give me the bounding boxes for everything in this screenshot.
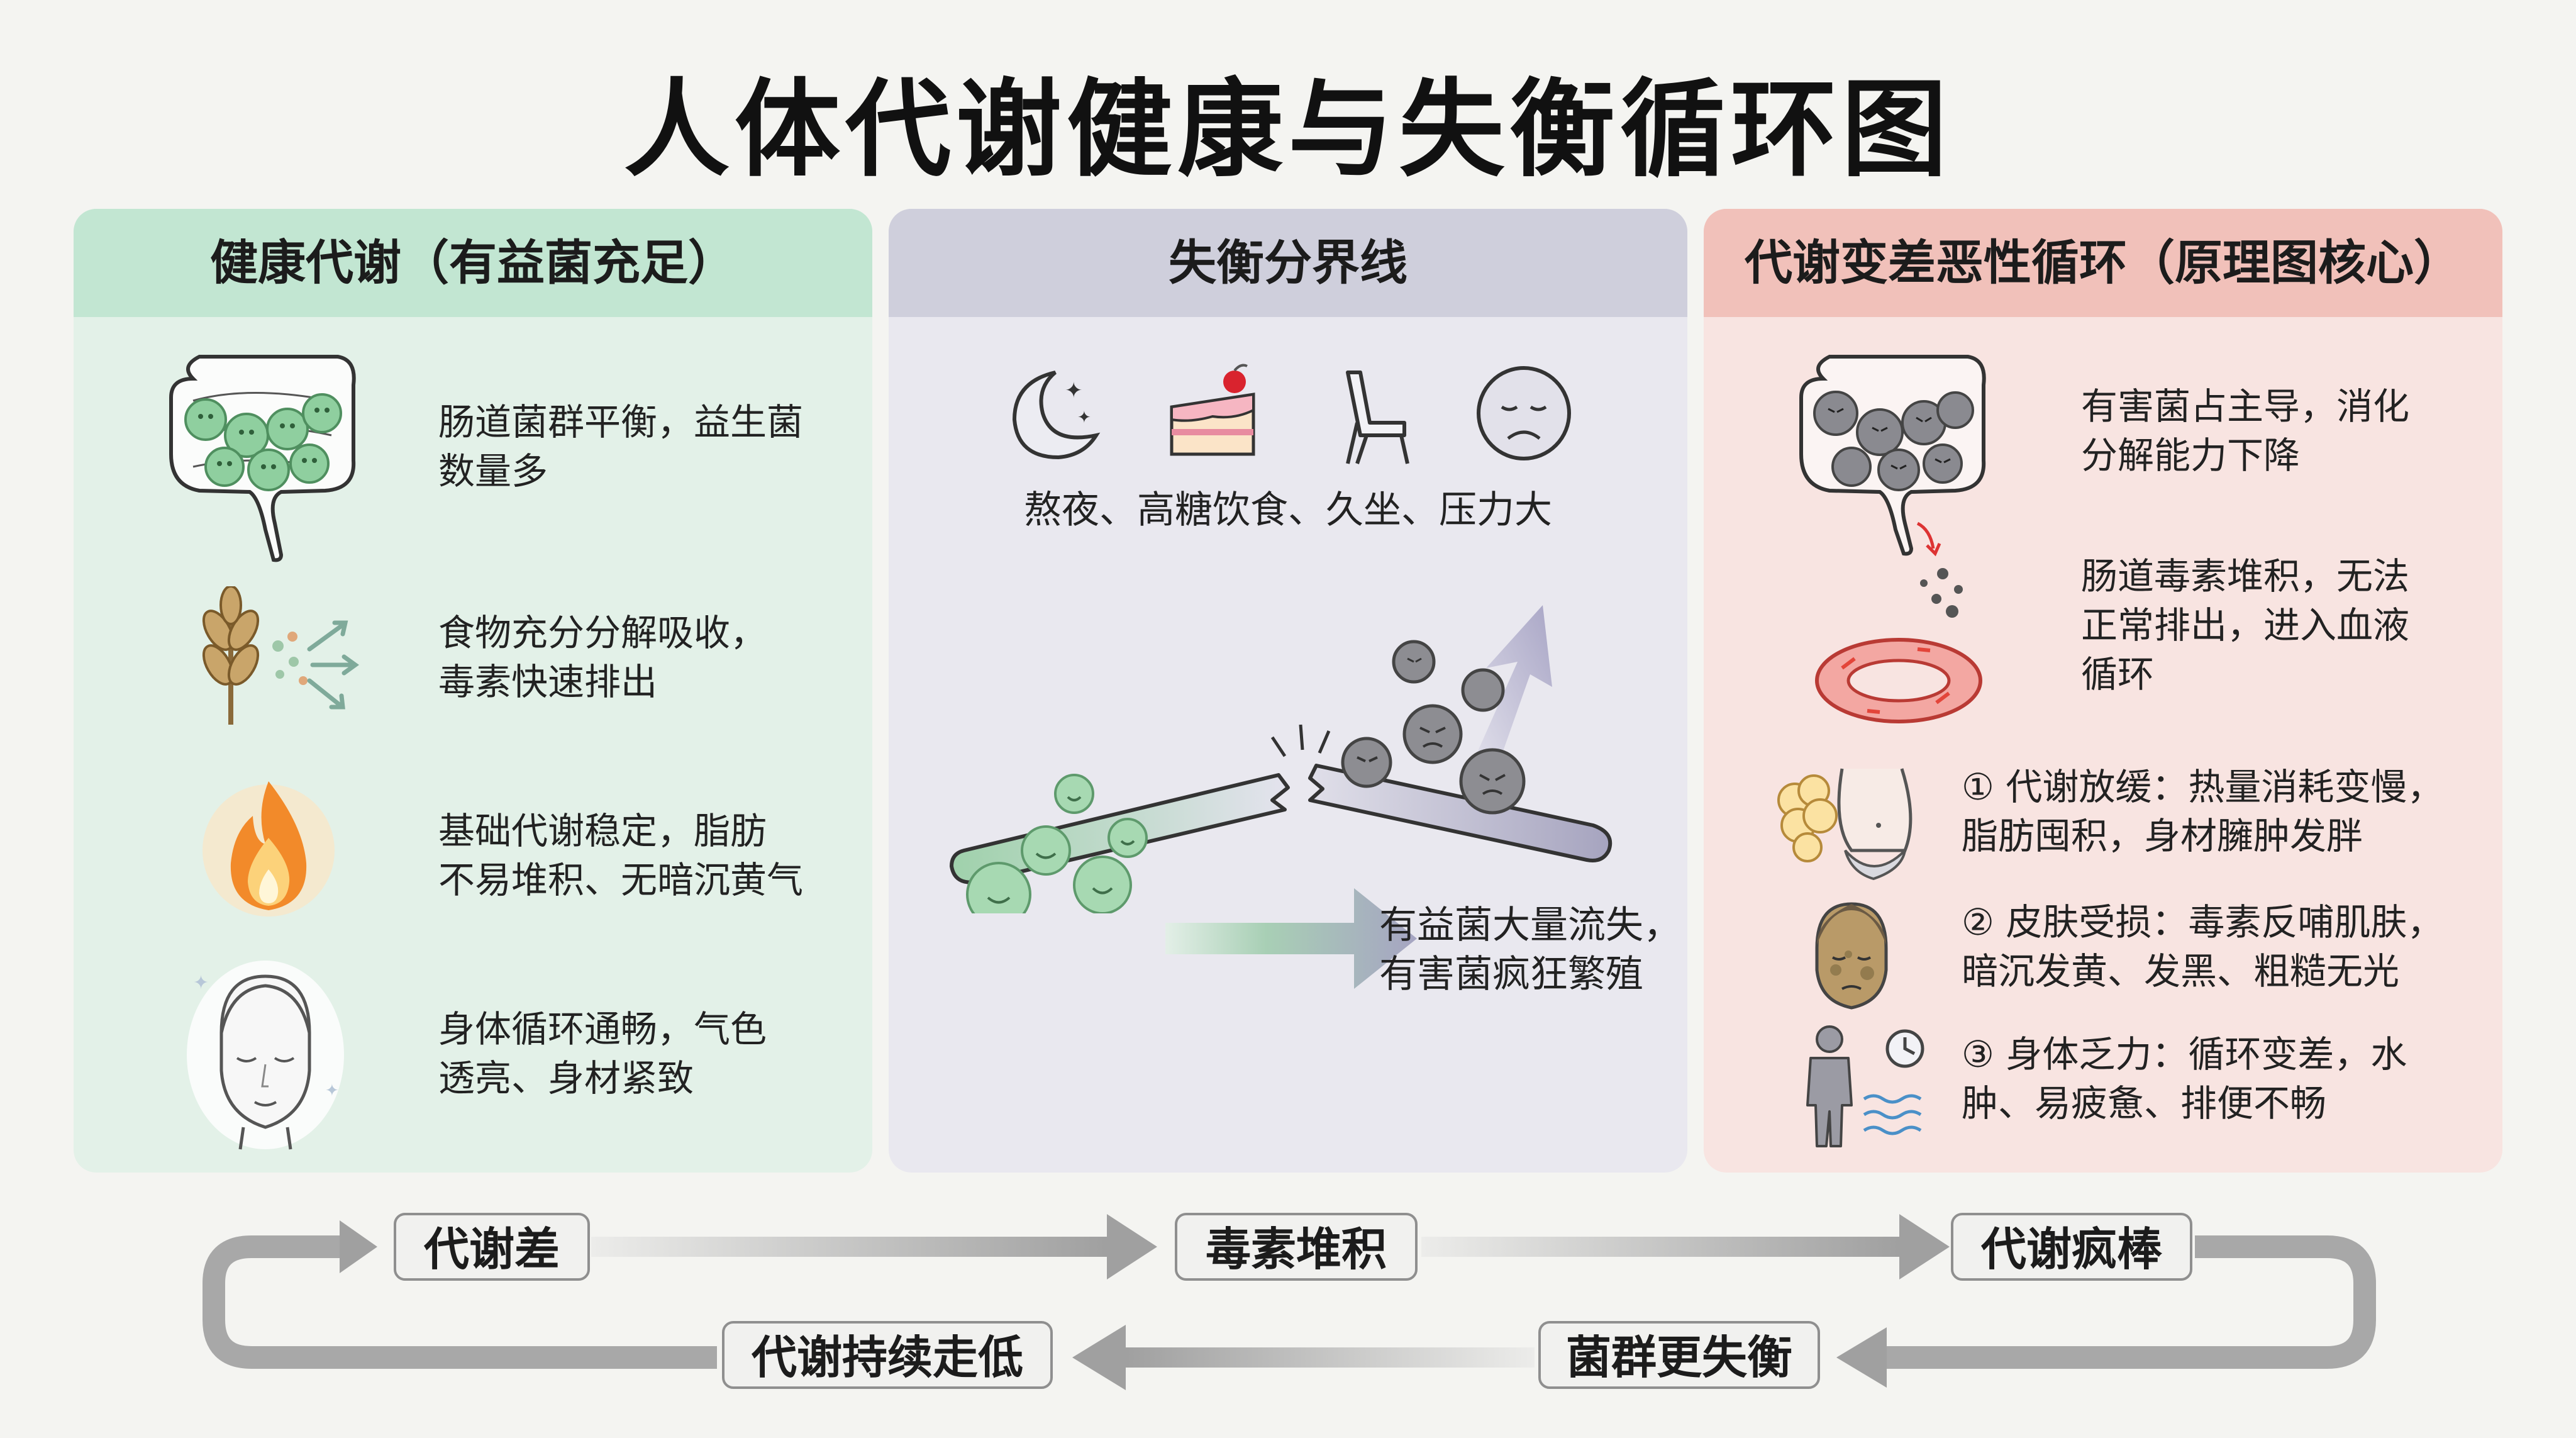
- svg-text:✦: ✦: [193, 972, 209, 994]
- broken-barrier-illustration: [950, 605, 1613, 913]
- cycle-node-metabolism-crash: 代谢疯棒: [1951, 1213, 2192, 1281]
- belly-fat-icon: [1777, 768, 1913, 881]
- vicious-item-3-line-1: ① 代谢放缓：热量消耗变慢，: [1962, 766, 2444, 808]
- panel-healthy-metabolism: 健康代谢（有益菌充足） 肠道菌群平衡，益生菌 数量多: [74, 209, 872, 1173]
- vicious-item-4-line-2: 暗沉发黄、发黑、粗糙无光: [1962, 950, 2400, 993]
- sad-face-icon: [1477, 366, 1571, 460]
- panel-heading-vicious: 代谢变差恶性循环（原理图核心）: [1704, 209, 2502, 317]
- healthy-item-3-line-1: 基础代谢稳定，脂肪: [438, 810, 767, 852]
- dull-face-icon: [1815, 902, 1888, 1010]
- chair-icon: [1346, 371, 1409, 464]
- healthy-item-2-line-1: 食物充分分解吸收，: [438, 611, 767, 654]
- vicious-item-5-line-1: ③ 身体乏力：循环变差，水: [1962, 1033, 2407, 1076]
- vicious-item-1-line-2: 分解能力下降: [2081, 434, 2301, 477]
- vicious-item-3-line-2: 脂肪囤积，身材臃肿发胖: [1962, 815, 2363, 857]
- svg-text:✦: ✦: [325, 1081, 339, 1100]
- vicious-item-5-line-2: 肿、易疲惫、排便不畅: [1962, 1082, 2327, 1125]
- healthy-item-1-line-2: 数量多: [438, 450, 548, 493]
- moon-stars-icon: ✦ ✦: [1012, 371, 1101, 460]
- transition-arrow-icon: [1165, 888, 1417, 989]
- healthy-item-1-line-1: 肠道菌群平衡，益生菌: [438, 401, 804, 443]
- imbalance-result-line-2: 有害菌疯狂繁殖: [1379, 952, 1643, 996]
- panel-imbalance-divider: 失衡分界线 ✦ ✦ 熬夜、高糖饮食、久坐、压力大: [889, 209, 1687, 1173]
- intestine-harmful-icon: [1799, 355, 1986, 557]
- intestine-healthy-icon: [169, 355, 356, 562]
- vicious-item-1-line-1: 有害菌占主导，消化: [2081, 385, 2410, 428]
- healthy-item-3-line-2: 不易堆积、无暗沉黄气: [438, 859, 804, 901]
- svg-text:✦: ✦: [1065, 378, 1083, 403]
- cycle-node-poor-metabolism: 代谢差: [394, 1213, 590, 1281]
- imbalance-result-line-1: 有益菌大量流失，: [1379, 903, 1681, 947]
- svg-text:✦: ✦: [1077, 408, 1091, 427]
- vicious-item-2-line-1: 肠道毒素堆积，无法: [2081, 555, 2410, 598]
- cycle-node-flora-more-imbalanced: 菌群更失衡: [1538, 1321, 1820, 1389]
- cycle-node-metabolism-declining: 代谢持续走低: [722, 1321, 1053, 1389]
- vicious-item-2-line-3: 循环: [2081, 653, 2155, 696]
- cake-icon: [1170, 364, 1255, 456]
- panel-heading-healthy: 健康代谢（有益菌充足）: [74, 209, 872, 317]
- panel-heading-divider: 失衡分界线: [889, 209, 1687, 317]
- toxin-blood-ring-icon: [1815, 568, 1982, 723]
- healthy-item-2-line-2: 毒素快速排出: [438, 660, 658, 703]
- vicious-item-4-line-1: ② 皮肤受损：毒素反哺肌肤，: [1962, 901, 2444, 944]
- panel-vicious-cycle: 代谢变差恶性循环（原理图核心） 有害菌占主导，消化 分解能力下降 肠道毒素堆积，…: [1704, 209, 2502, 1173]
- imbalance-causes-text: 熬夜、高糖饮食、久坐、压力大: [1024, 488, 1552, 532]
- healthy-item-4-line-1: 身体循环通畅，气色: [438, 1008, 767, 1051]
- healthy-item-4-line-2: 透亮、身材紧致: [438, 1057, 694, 1100]
- fatigue-person-icon: [1806, 1025, 1924, 1147]
- glowing-face-icon: ✦ ✦: [187, 961, 344, 1150]
- flame-icon: [203, 781, 335, 917]
- cycle-node-toxin-buildup: 毒素堆积: [1175, 1213, 1418, 1281]
- vicious-item-2-line-2: 正常排出，进入血液: [2081, 604, 2410, 647]
- wheat-absorb-icon: [202, 586, 359, 725]
- page-title: 人体代谢健康与失衡循环图: [624, 68, 1952, 191]
